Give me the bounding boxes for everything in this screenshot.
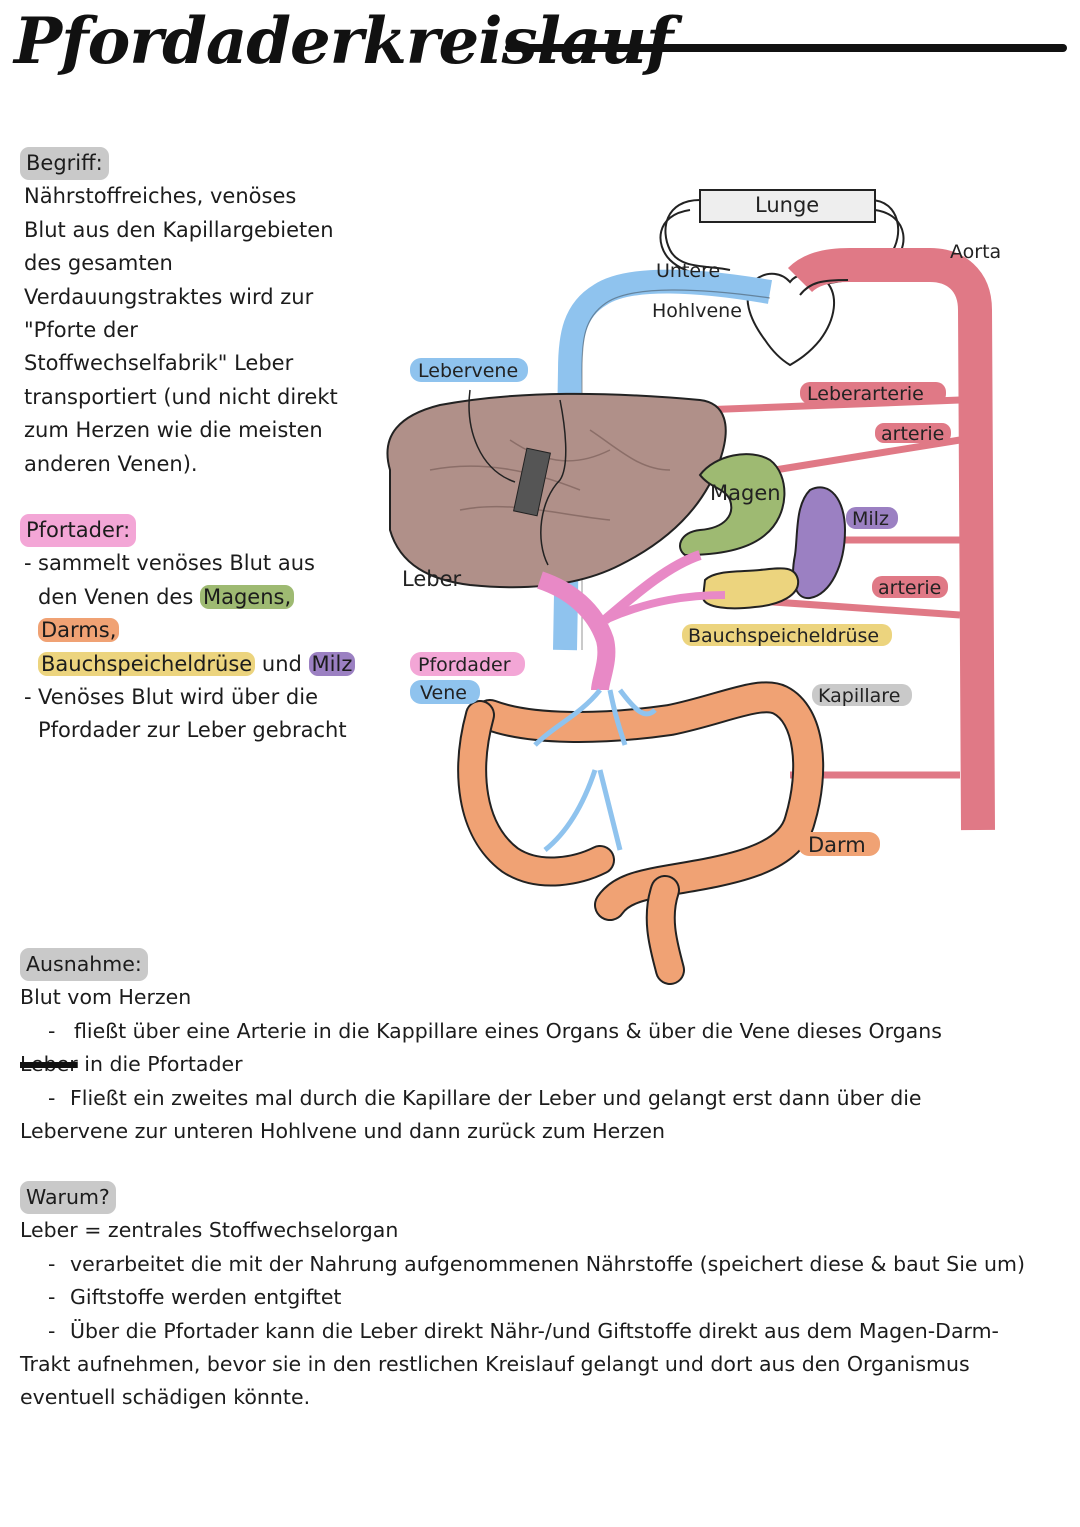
- aorta: [787, 248, 995, 831]
- why-bullet: Giftstoffe werden entgiftet: [70, 1285, 342, 1310]
- why-bullet: verarbeitet die mit der Nahrung aufgenom…: [70, 1251, 1025, 1276]
- definition-section: Begriff: Nährstoffreiches, venöses Blut …: [20, 147, 370, 481]
- bauchspeicheldruese-diagram-highlight: [682, 624, 892, 646]
- darm-highlight: Darms,: [38, 618, 120, 643]
- vena-cava: [553, 269, 773, 651]
- darm-label: Darm: [808, 833, 866, 857]
- lebervene-label: Lebervene: [418, 360, 518, 382]
- aorta-label: Aorta: [950, 241, 1001, 263]
- kapillare-label: Kapillare: [818, 685, 900, 707]
- lung-box: [699, 189, 876, 223]
- portal-bullet-line: den Venen des Magens, Darms,: [38, 581, 370, 648]
- milz-highlight: Milz: [308, 651, 356, 676]
- portal-circulation-diagram: Lunge: [386, 189, 1001, 985]
- arterie-label-2: arterie: [878, 577, 941, 599]
- definition-line: des gesamten: [24, 251, 173, 276]
- exception-bullet-cont: Lebervene zur unteren Hohlvene und dann …: [20, 1119, 666, 1144]
- vene-highlight: [410, 680, 480, 704]
- pfordader-label: Pfordader: [418, 654, 511, 676]
- why-section: Warum? Leber = zentrales Stoffwechselorg…: [20, 1181, 1065, 1415]
- arterie-label-1: arterie: [881, 423, 944, 445]
- exception-intro: Blut vom Herzen: [20, 985, 192, 1010]
- stomach: [679, 453, 786, 557]
- bauchspeicheldruese-label: Bauchspeicheldrüse: [688, 625, 879, 647]
- pfordader-highlight: [410, 652, 525, 676]
- pancreas: [701, 567, 800, 610]
- lung-label: Lunge: [755, 193, 819, 217]
- why-bullet-cont: Trakt aufnehmen, bevor sie in den restli…: [20, 1352, 970, 1377]
- exception-bullet-cont: Leber in die Pfortader: [20, 1052, 243, 1077]
- portal-bullet-line: Pfordader zur Leber gebracht: [38, 718, 347, 743]
- exception-bullet: fließt über eine Arterie in die Kappilla…: [74, 1018, 942, 1043]
- leberarterie-label: Leberarterie: [807, 383, 924, 405]
- page-title: Pfordaderkreislauf: [14, 4, 673, 79]
- portal-bullet-line: Bauchspeicheldrüse und Milz: [38, 648, 370, 681]
- kapillare-highlight: [812, 684, 912, 706]
- title-underline: [505, 44, 1067, 52]
- exception-heading: Ausnahme:: [20, 948, 148, 982]
- definition-line: Stoffwechselfabrik" Leber: [24, 351, 294, 376]
- liver-capillary-net: [513, 447, 551, 517]
- definition-line: anderen Venen).: [24, 451, 198, 476]
- why-intro: Leber = zentrales Stoffwechselorgan: [20, 1218, 399, 1243]
- vene-label: Vene: [420, 682, 467, 704]
- definition-line: Verdauungstraktes wird zur: [24, 284, 314, 309]
- leberarterie-highlight: [800, 382, 946, 404]
- definition-line: Nährstoffreiches, venöses: [24, 184, 297, 209]
- portal-vein: [536, 571, 616, 691]
- bauchspeicheldruese-highlight: Bauchspeicheldrüse: [38, 651, 256, 676]
- definition-text: Nährstoffreiches, venöses Blut aus den K…: [20, 180, 370, 481]
- intestine-veins: [533, 688, 657, 852]
- portal-bullet-line: Venöses Blut wird über die: [38, 685, 318, 710]
- lebervene-highlight: [410, 358, 528, 382]
- arterie-highlight-2: [872, 576, 948, 598]
- definition-line: "Pforte der: [24, 318, 138, 343]
- intestine: [457, 681, 825, 985]
- liver: [386, 392, 727, 589]
- exception-section: Ausnahme: Blut vom Herzen -fließt über e…: [20, 948, 1060, 1148]
- portal-bullet-line: sammelt venöses Blut aus: [38, 551, 315, 576]
- struck-word: Leber: [20, 1052, 78, 1077]
- definition-line: zum Herzen wie die meisten: [24, 418, 323, 443]
- spleen: [792, 486, 847, 600]
- magen-highlight: Magens,: [199, 584, 295, 609]
- portal-heading: Pfortader:: [20, 514, 137, 548]
- untere-label: Untere: [656, 260, 720, 282]
- hohlvene-label: Hohlvene: [652, 300, 742, 322]
- milz-label: Milz: [852, 508, 889, 530]
- definition-line: transportiert (und nicht direkt: [24, 384, 338, 409]
- exception-bullet: Fließt ein zweites mal durch die Kapilla…: [70, 1085, 922, 1110]
- why-bullet-cont: eventuell schädigen könnte.: [20, 1385, 311, 1410]
- milz-highlight-diagram: [846, 507, 898, 529]
- why-heading: Warum?: [20, 1181, 116, 1215]
- arterie-highlight-1: [875, 423, 951, 443]
- portal-section: Pfortader: - sammelt venöses Blut aus de…: [20, 514, 370, 748]
- darm-diagram-highlight: [798, 832, 880, 856]
- definition-heading: Begriff:: [20, 147, 109, 181]
- definition-line: Blut aus den Kapillargebieten: [24, 217, 334, 242]
- magen-label: Magen: [710, 481, 781, 505]
- leber-label: Leber: [402, 567, 462, 591]
- why-bullet: Über die Pfortader kann die Leber direkt…: [70, 1318, 999, 1343]
